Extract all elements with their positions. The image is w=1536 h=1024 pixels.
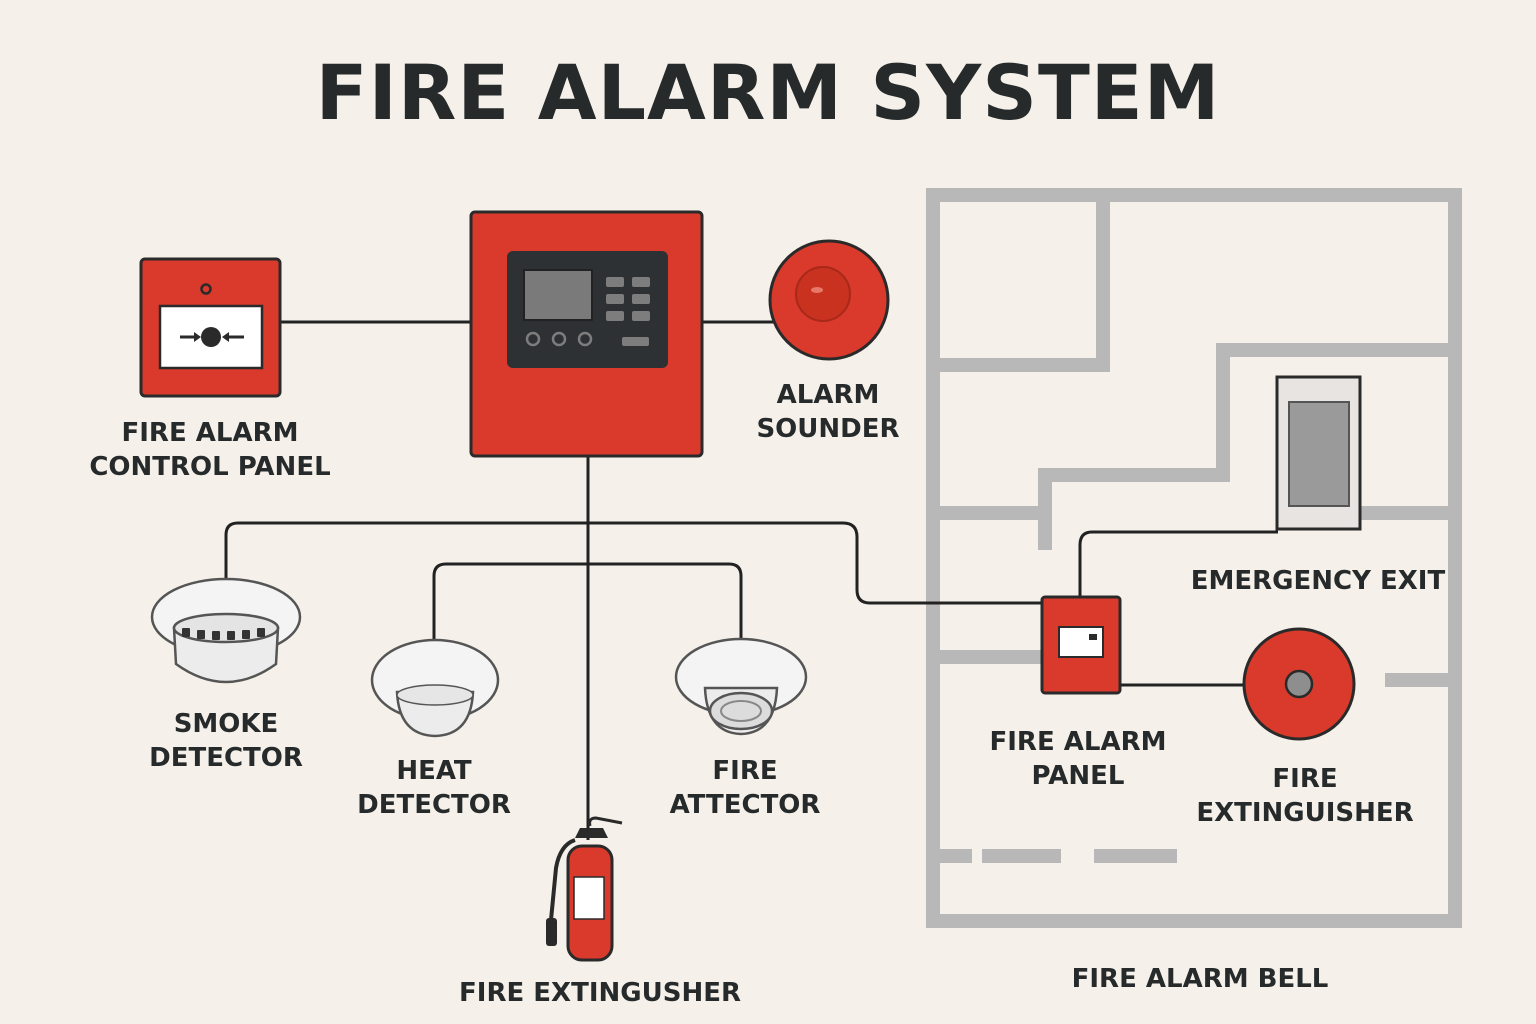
heat-detector-label: HEAT DETECTOR (357, 756, 511, 820)
fire-alarm-panel (1040, 595, 1122, 695)
fire-alarm-bell (1242, 627, 1356, 741)
manual-call-point (139, 257, 282, 398)
floor-plan (926, 188, 1462, 928)
manual-call-point-label: FIRE ALARM CONTROL PANEL (89, 418, 331, 482)
wiring (224, 320, 1278, 840)
alarm-sounder (768, 239, 890, 361)
alarm-sounder-label: ALARM SOUNDER (756, 380, 900, 444)
smoke-detector (150, 577, 302, 684)
emergency-exit (1275, 375, 1362, 531)
fire-attector-label: FIRE ATTECTOR (669, 756, 821, 820)
fire-extinguisher-bottom (546, 816, 623, 962)
page-title: FIRE ALARM SYSTEM (315, 48, 1221, 137)
smoke-detector-label: SMOKE DETECTOR (149, 709, 303, 773)
fire-alarm-bell-label: FIRE ALARM BELL (1071, 964, 1329, 994)
fire-extinguisher-right-label: FIRE EXTINGUISHER (1196, 764, 1414, 828)
fire-extinguisher-bottom-label: FIRE EXTINGUSHER (459, 978, 741, 1008)
heat-detector (370, 638, 500, 738)
fire-attector (674, 637, 808, 736)
fire-alarm-panel-label: FIRE ALARM PANEL (989, 727, 1167, 791)
emergency-exit-label: EMERGENCY EXIT (1190, 566, 1446, 596)
control-panel (469, 210, 704, 458)
